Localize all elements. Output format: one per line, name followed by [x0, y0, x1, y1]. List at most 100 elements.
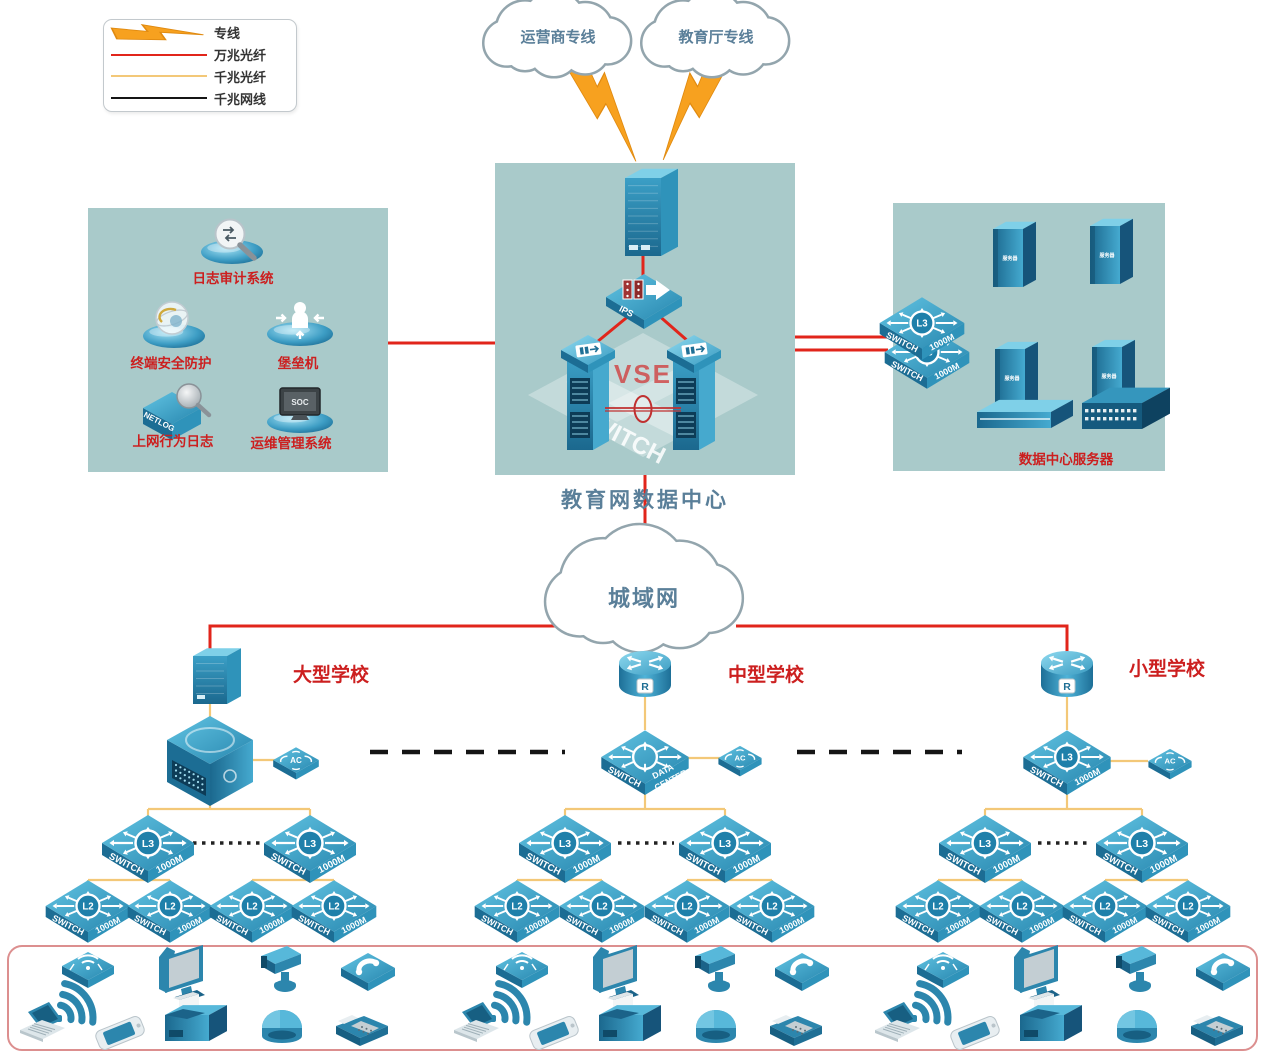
school2-ptz-camera[interactable]	[695, 946, 735, 992]
svg-text:服务器: 服务器	[1004, 375, 1020, 382]
school2-smartphone[interactable]	[528, 1015, 580, 1052]
endpoint-security-icon[interactable]	[143, 301, 205, 348]
school3-smartphone[interactable]	[949, 1015, 1001, 1052]
school3-desktop-pc[interactable]	[1014, 945, 1060, 1002]
school1-voice-gateway[interactable]	[341, 953, 395, 991]
svg-text:L2: L2	[246, 902, 257, 913]
core-switch-left[interactable]	[561, 335, 615, 450]
svg-text:服务器: 服务器	[1099, 252, 1115, 259]
school3-wireless-ap[interactable]	[917, 952, 969, 988]
school2-voice-gateway[interactable]	[775, 953, 829, 991]
svg-text:L3: L3	[916, 319, 928, 330]
school3-router[interactable]: R	[1041, 651, 1093, 697]
school1-core-switch[interactable]	[167, 716, 253, 806]
svg-text:R: R	[1063, 681, 1071, 693]
school1-printer[interactable]	[165, 992, 227, 1041]
school1-wireless-ap[interactable]	[62, 952, 114, 988]
svg-text:L2: L2	[596, 902, 607, 913]
audit-system-icon[interactable]	[201, 218, 263, 265]
servers-label: 数据中心服务器	[1018, 452, 1114, 467]
server-tower[interactable]: 服务器	[993, 221, 1036, 287]
school3-voice-gateway[interactable]	[1196, 953, 1250, 991]
svg-text:L3: L3	[1061, 753, 1073, 764]
black-line-icon	[104, 97, 214, 100]
svg-text:L3: L3	[719, 838, 731, 850]
ips-device[interactable]: IPS	[606, 274, 682, 329]
school2-wifi-signal	[489, 980, 531, 1026]
vse-link-label: VSE	[605, 359, 681, 423]
school1-ac[interactable]: AC	[273, 747, 319, 780]
school1-ptz-camera[interactable]	[261, 946, 301, 992]
svg-text:AC: AC	[290, 756, 302, 765]
svg-text:L2: L2	[1016, 902, 1027, 913]
school2-printer[interactable]	[599, 992, 661, 1041]
core-switch-right[interactable]	[667, 335, 721, 450]
rack-server[interactable]	[977, 399, 1073, 428]
svg-text:L2: L2	[1182, 902, 1193, 913]
netlog-icon[interactable]: NETLOG	[142, 383, 212, 440]
lightning-icon	[104, 23, 214, 43]
school1-laptop[interactable]	[20, 1002, 65, 1042]
school3-printer[interactable]	[1020, 992, 1082, 1041]
netlog-label: 上网行为日志	[132, 434, 214, 449]
school2-laptop[interactable]	[454, 1002, 499, 1042]
school3-ptz-camera[interactable]	[1116, 946, 1156, 992]
svg-text:L3: L3	[559, 838, 571, 850]
school1-smartphone[interactable]	[94, 1015, 146, 1052]
bastion-host-icon[interactable]	[267, 302, 333, 346]
cloud-edu-label: 教育厅专线	[678, 29, 754, 46]
school1-firewall[interactable]	[193, 648, 241, 704]
ops-monitor-icon[interactable]: SOC	[267, 387, 333, 433]
school1-dome-camera[interactable]	[261, 1010, 302, 1043]
core-firewall[interactable]	[625, 168, 678, 256]
svg-text:AC: AC	[1164, 757, 1176, 766]
svg-text:L3: L3	[142, 838, 154, 850]
server-tower[interactable]: 服务器	[1090, 218, 1133, 284]
school3-fax-phone[interactable]	[1191, 1015, 1243, 1046]
cloud-metro	[543, 522, 745, 654]
school-medium-label: 中型学校	[727, 665, 805, 686]
school2-dome-camera[interactable]	[695, 1010, 736, 1043]
school1-fax-phone[interactable]	[336, 1015, 388, 1046]
ops-system-label: 运维管理系统	[250, 436, 332, 451]
legend-label: 专线	[214, 26, 241, 42]
school3-ac[interactable]: AC	[1148, 748, 1192, 780]
server-tower[interactable]: 服务器	[995, 341, 1038, 407]
school2-ac[interactable]: AC	[718, 745, 762, 777]
cloud-edu	[640, 0, 791, 79]
svg-text:L2: L2	[164, 902, 175, 913]
datacenter-title: 教育网数据中心	[561, 489, 729, 512]
svg-text:L3: L3	[1136, 838, 1148, 850]
rack-switch[interactable]	[1082, 387, 1170, 429]
svg-text:L2: L2	[681, 902, 692, 913]
school2-wireless-ap[interactable]	[496, 952, 548, 988]
school2-fax-phone[interactable]	[770, 1015, 822, 1046]
svg-text:L2: L2	[766, 902, 777, 913]
school3-laptop[interactable]	[875, 1002, 920, 1042]
school3-dome-camera[interactable]	[1116, 1010, 1157, 1043]
school2-router[interactable]: R	[619, 651, 671, 697]
endpoint-security-label: 终端安全防护	[130, 356, 212, 371]
